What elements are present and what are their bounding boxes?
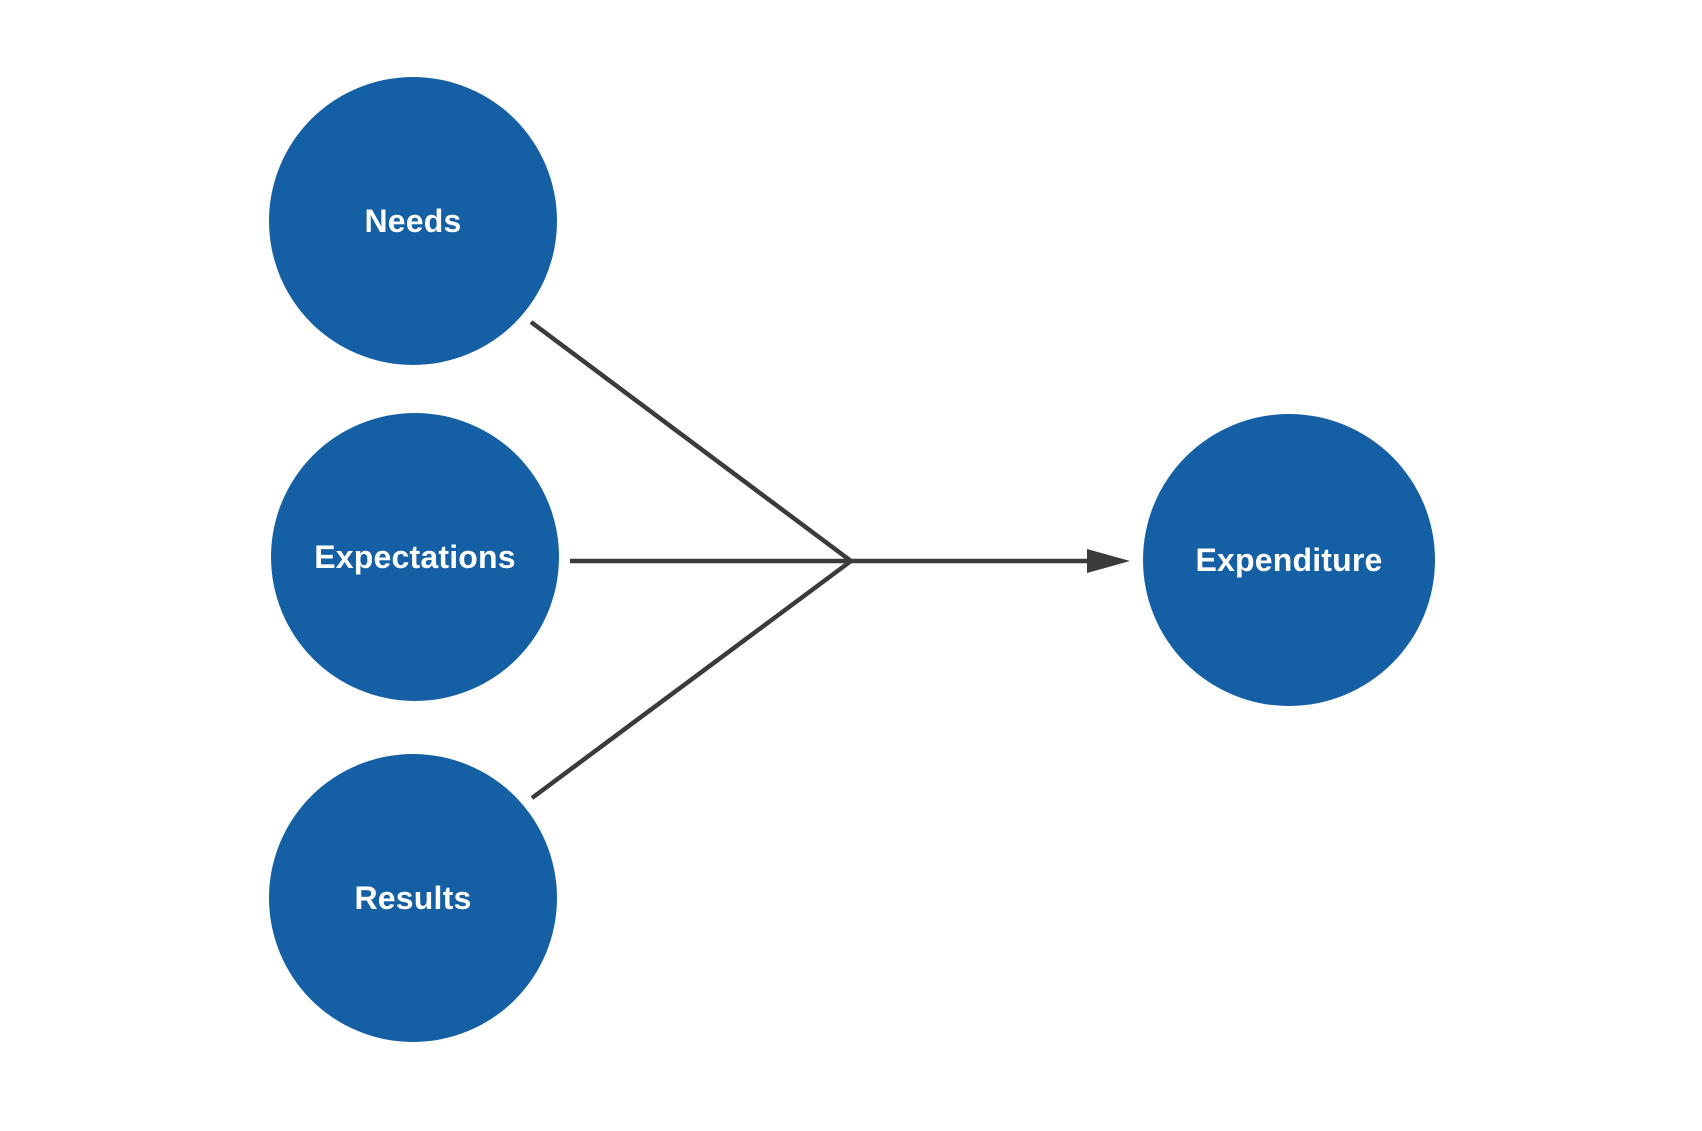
node-expenditure-label: Expenditure	[1195, 542, 1383, 578]
connector-results-to-junction	[530, 559, 853, 800]
node-needs: Needs	[269, 77, 557, 365]
arrowhead-icon	[1087, 549, 1130, 573]
node-expenditure: Expenditure	[1143, 414, 1435, 706]
connector-needs-to-junction	[529, 320, 853, 563]
node-results: Results	[269, 754, 557, 1042]
node-expectations-label: Expectations	[314, 539, 516, 575]
node-expectations: Expectations	[271, 413, 559, 701]
node-needs-label: Needs	[364, 203, 462, 239]
node-results-label: Results	[354, 880, 472, 916]
